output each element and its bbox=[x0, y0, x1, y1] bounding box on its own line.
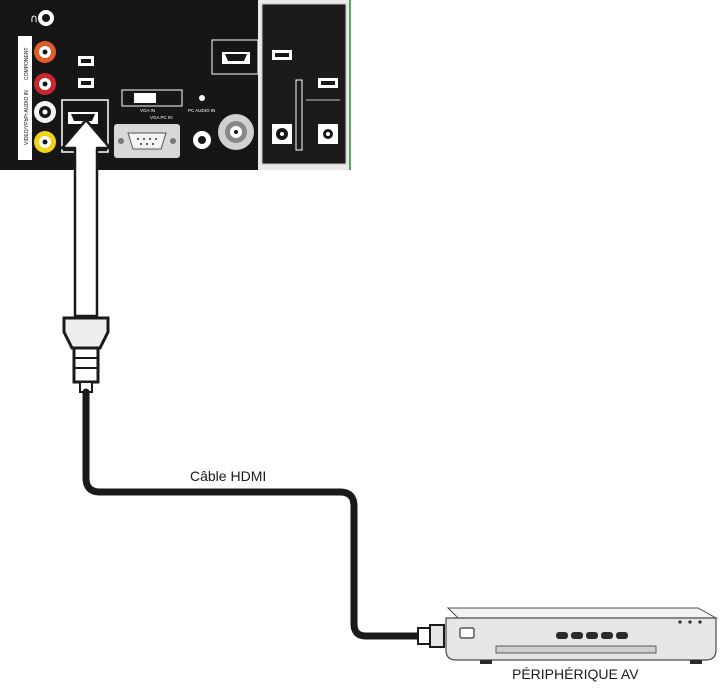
av-device bbox=[445, 607, 718, 664]
hdmi-plug-bottom bbox=[417, 624, 445, 648]
hdmi-plug-top bbox=[62, 316, 110, 393]
label-vga-in: VGA IN bbox=[140, 108, 155, 113]
hdmi-2-port bbox=[211, 39, 259, 75]
headphone-jack: ∩ bbox=[30, 10, 54, 26]
hdmi-cable bbox=[82, 388, 424, 640]
label-component: COMPONENT bbox=[24, 48, 30, 81]
svg-text:∩: ∩ bbox=[30, 12, 38, 25]
label-video-in: VIDEO/YPbPr AUDIO IN bbox=[24, 90, 30, 145]
label-pc-audio-in: PC AUDIO IN bbox=[188, 108, 215, 113]
pc-audio-jack: PC AUDIO IN bbox=[188, 95, 215, 149]
insert-arrow bbox=[60, 118, 112, 318]
tv-back-panel: ∩ COMPONENT VIDEO/YPbPr AUDIO IN bbox=[0, 0, 351, 170]
usb-ports bbox=[78, 56, 94, 88]
cable-label: Câble HDMI bbox=[190, 468, 267, 484]
side-panel-ports bbox=[272, 50, 340, 151]
device-label: PÉRIPHÉRIQUE AV bbox=[512, 666, 639, 682]
device-buttons bbox=[556, 632, 628, 639]
vga-port: VGA IN VGA PC IN bbox=[114, 89, 183, 158]
label-vga-pc-in: VGA PC IN bbox=[150, 115, 173, 120]
antenna-connector bbox=[218, 114, 254, 150]
rca-jacks bbox=[34, 41, 56, 153]
